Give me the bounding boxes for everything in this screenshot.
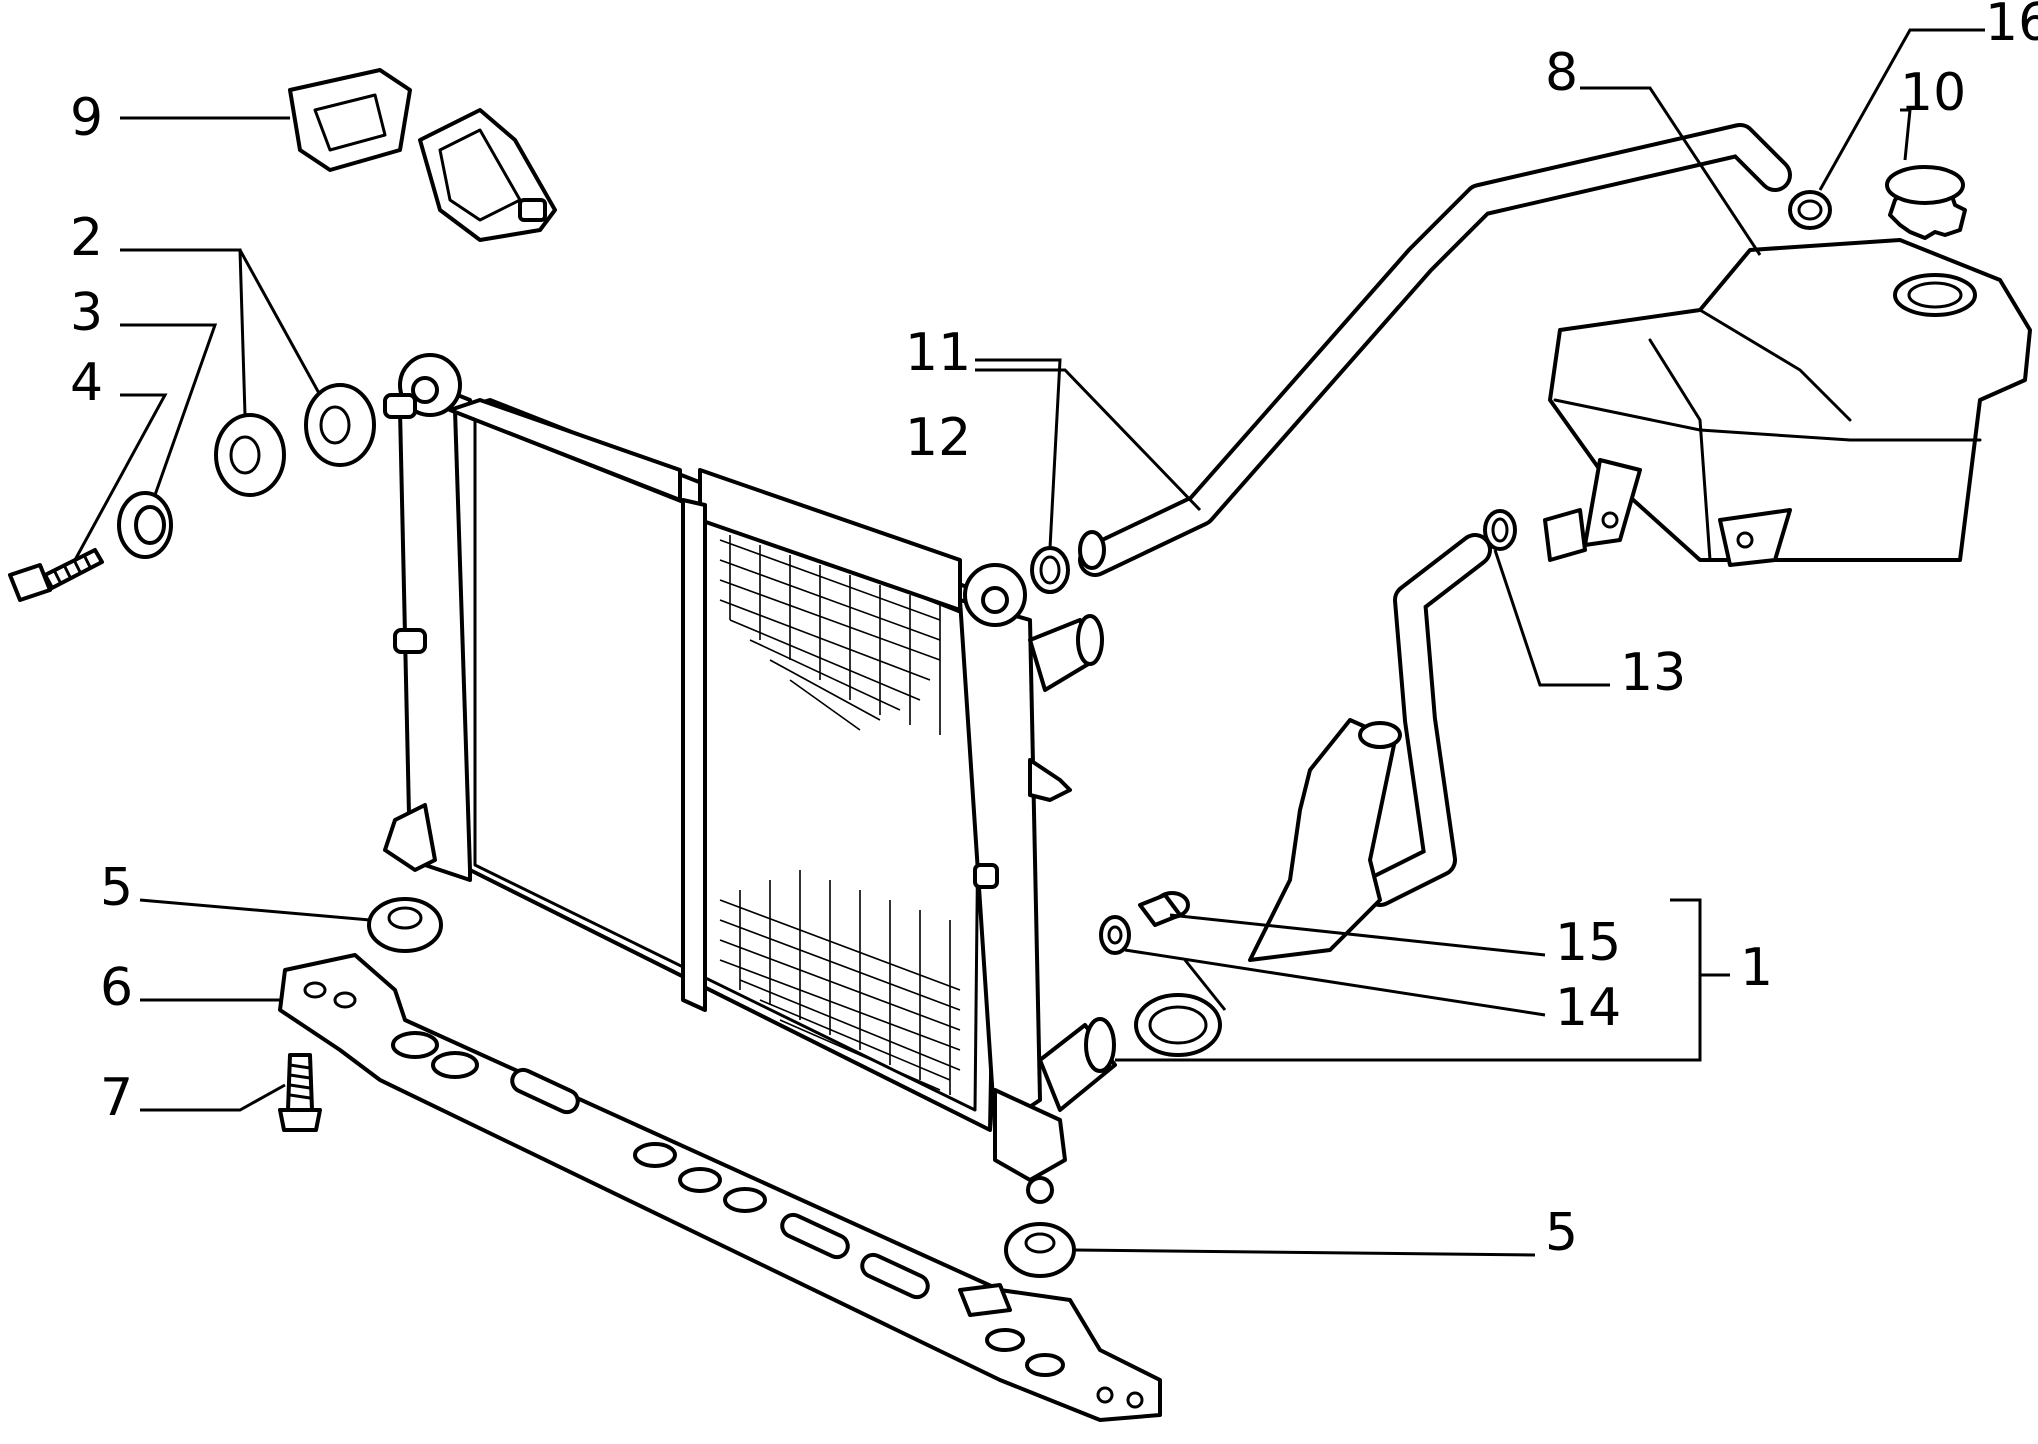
radiator-clamp-9 — [288, 68, 557, 242]
grommet-5-lower — [1004, 1222, 1076, 1278]
callout-5-upper: 5 — [100, 858, 133, 918]
hose-clamp-13 — [1483, 509, 1517, 551]
callout-2: 2 — [70, 208, 103, 268]
upper-hose — [1078, 123, 1792, 577]
callout-16: 16 — [1985, 0, 2038, 53]
callout-5-lower: 5 — [1545, 1203, 1578, 1263]
rubber-mount-2-rear — [304, 383, 376, 467]
callout-10: 10 — [1900, 63, 1966, 123]
callout-7: 7 — [100, 1068, 133, 1128]
expansion-tank-cap — [1885, 165, 1967, 240]
screw-7 — [278, 1053, 322, 1132]
spacer-3 — [117, 491, 173, 559]
hose-clamp-12 — [1030, 546, 1070, 594]
lower-hose — [1134, 533, 1492, 1057]
callout-13: 13 — [1620, 643, 1686, 703]
cross-member-bracket — [278, 953, 1162, 1422]
callout-15: 15 — [1555, 913, 1621, 973]
callout-labels: 9 2 3 4 5 6 7 8 10 11 12 13 14 15 16 1 5 — [70, 0, 2038, 1263]
leader-lines — [73, 28, 1985, 1257]
callout-3: 3 — [70, 283, 103, 343]
callout-14: 14 — [1555, 978, 1621, 1038]
callout-4: 4 — [70, 353, 103, 413]
washer-14 — [1099, 915, 1131, 955]
radiator-core-mesh — [719, 535, 961, 1095]
callout-11: 11 — [905, 323, 971, 383]
callout-12: 12 — [905, 408, 971, 468]
drain-plug-15 — [1138, 891, 1190, 927]
rubber-mount-2-front — [214, 413, 286, 497]
bolt-4 — [8, 548, 104, 602]
callout-8: 8 — [1545, 43, 1578, 103]
hose-clamp-16 — [1788, 190, 1832, 230]
callout-6: 6 — [100, 958, 133, 1018]
callout-9: 9 — [70, 88, 103, 148]
callout-1: 1 — [1740, 938, 1773, 998]
expansion-tank — [1543, 238, 2032, 567]
radiator — [383, 353, 1117, 1204]
grommet-5-upper — [367, 897, 443, 953]
